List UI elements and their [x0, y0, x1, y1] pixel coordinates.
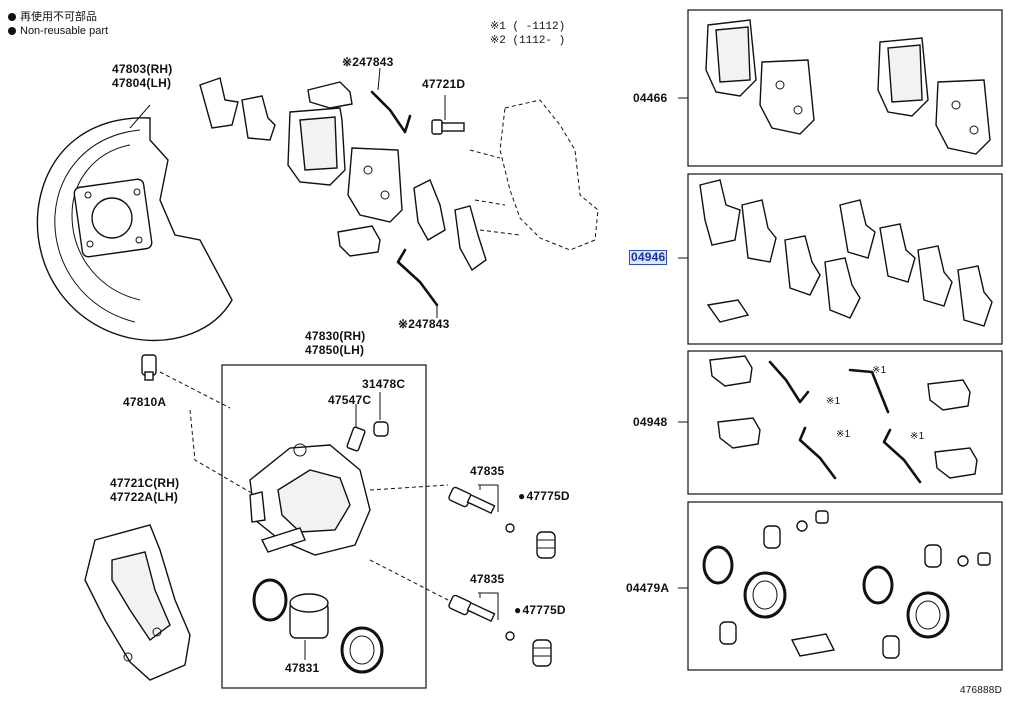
label-47721d[interactable]: 47721D	[422, 77, 466, 91]
kit-04466-pads	[705, 19, 991, 155]
caliper-body	[249, 443, 371, 556]
label-47850[interactable]: 47850(LH)	[305, 343, 365, 357]
anti-rattle-spring-top	[370, 90, 412, 134]
label-47835-upper[interactable]: 47835	[470, 464, 505, 478]
label-04948[interactable]: 04948	[633, 415, 668, 429]
boot-lower-47775d	[532, 639, 552, 667]
label-47722a[interactable]: 47722A(LH)	[110, 490, 179, 504]
piston-seal-group	[252, 578, 384, 674]
label-04466[interactable]: 04466	[633, 91, 668, 105]
label-47831[interactable]: 47831	[285, 661, 320, 675]
mounting-bracket-47721c	[84, 524, 191, 681]
legend-english: Non-reusable part	[20, 25, 109, 37]
boot-upper-47775d	[536, 531, 556, 559]
label-47835-lower[interactable]: 47835	[470, 572, 505, 586]
mounting-bracket-outline	[499, 99, 599, 251]
bleeder-plug-47810a	[141, 354, 157, 381]
bleeder-screw-47547c	[346, 426, 366, 452]
label-47775d-lower[interactable]: 47775D	[514, 604, 566, 617]
label-47804[interactable]: 47804(LH)	[112, 76, 172, 90]
bullet-icon	[8, 13, 16, 21]
serial-notes: ※1 ( -1112) ※2 (1112- )	[490, 20, 565, 48]
label-04479a[interactable]: 04479A	[626, 581, 670, 595]
legend: 再使用不可部品 Non-reusable part	[8, 10, 108, 38]
mark-1d: ※1	[910, 431, 925, 442]
label-31478c[interactable]: 31478C	[362, 377, 406, 391]
legend-japanese: 再使用不可部品	[20, 11, 97, 23]
note-2: ※2 (1112- )	[490, 35, 566, 47]
pad-shims-top	[199, 77, 487, 272]
caliper-assembly-box	[221, 364, 427, 689]
label-47775d-upper[interactable]: 47775D	[518, 490, 570, 503]
kit-04948-clips	[709, 355, 978, 479]
bullet-icon	[8, 27, 16, 35]
label-47843-top[interactable]: ※247843	[342, 55, 394, 69]
bolt-47721d	[431, 95, 465, 135]
mark-1a: ※1	[826, 396, 841, 407]
slide-pin-upper	[448, 486, 515, 533]
label-47843-bottom[interactable]: ※247843	[398, 317, 450, 331]
label-47810a[interactable]: 47810A	[123, 395, 167, 409]
mark-1b: ※1	[872, 365, 887, 376]
label-47721c[interactable]: 47721C(RH)	[110, 476, 180, 490]
anti-rattle-spring-bottom	[396, 248, 439, 307]
label-47803[interactable]: 47803(RH)	[112, 62, 173, 76]
label-04946[interactable]: 04946	[628, 250, 668, 265]
bleeder-cap-31478c	[373, 421, 389, 437]
dust-shield-part	[36, 104, 233, 342]
kit-box-04466	[687, 9, 1003, 167]
kit-box-04946	[687, 173, 1003, 345]
label-47830[interactable]: 47830(RH)	[305, 329, 366, 343]
pad-clips-top	[307, 81, 381, 257]
slide-pin-lower	[448, 594, 515, 641]
kit-box-04479A	[687, 501, 1003, 671]
note-1: ※1 ( -1112)	[490, 21, 566, 33]
diagram-reference-number: 476888D	[960, 685, 1002, 696]
kit-04946-shims	[699, 179, 993, 327]
brake-pads-top	[287, 107, 403, 223]
mark-1c: ※1	[836, 429, 851, 440]
kit-04479a-seals	[702, 510, 991, 659]
label-47547c[interactable]: 47547C	[328, 393, 372, 407]
kit-04948-springs	[768, 360, 922, 484]
